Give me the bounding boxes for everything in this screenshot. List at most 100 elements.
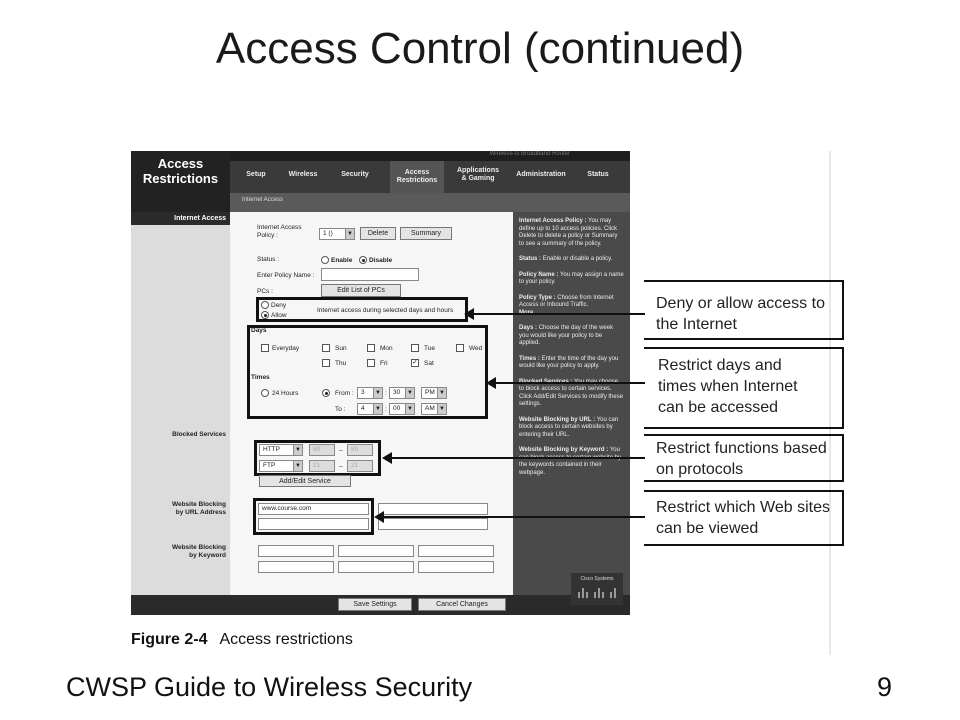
tab-wireless[interactable]: Wireless [288, 171, 318, 178]
help-text: You may assign a name to your policy. [519, 271, 624, 286]
tab-access-restrictions[interactable]: Access Restrictions [390, 161, 444, 193]
url-input-1[interactable]: www.course.com [258, 503, 369, 515]
summary-button[interactable]: Summary [400, 227, 452, 240]
day-wed-checkbox[interactable] [456, 344, 464, 352]
day-everyday-checkbox[interactable] [261, 344, 269, 352]
allow-radio[interactable] [261, 311, 269, 319]
page-number: 9 [877, 672, 893, 702]
keyword-input-4[interactable] [258, 561, 334, 573]
from-time-radio[interactable] [322, 389, 330, 397]
internet-access-label: Internet Access [131, 212, 230, 225]
service-1-name: HTTP [263, 446, 280, 453]
url-input-2[interactable] [258, 518, 369, 530]
url-input-4[interactable] [378, 518, 488, 530]
help-title: Website Blocking by URL : [519, 416, 596, 423]
to-hour-select[interactable]: 4▼ [357, 403, 383, 415]
product-name: Wireless-G Broadband Router [489, 151, 570, 157]
cancel-changes-button[interactable]: Cancel Changes [418, 598, 506, 611]
tab-applications-gaming[interactable]: Applications & Gaming [456, 167, 499, 182]
service-2-port-to[interactable]: 21 [347, 460, 373, 472]
to-ampm-value: AM [425, 405, 435, 412]
blocked-services-label: Blocked Services [172, 431, 226, 438]
to-hour-value: 4 [361, 405, 365, 412]
callout-box-protocols [644, 434, 844, 482]
product-bar: Wireless-G Broadband Router [230, 151, 630, 161]
policy-name-input[interactable] [321, 268, 419, 281]
tab-status[interactable]: Status [587, 171, 609, 178]
tab-administration[interactable]: Administration [516, 171, 566, 178]
arrowhead-icon [464, 308, 474, 320]
policy-label: Internet Access Policy : [257, 224, 302, 239]
hours24-radio[interactable] [261, 389, 269, 397]
keyword-input-5[interactable] [338, 561, 414, 573]
chevron-down-icon: ▼ [345, 229, 354, 239]
main-nav: Setup Wireless Security Access Restricti… [230, 161, 630, 193]
chevron-down-icon: ▼ [405, 388, 414, 398]
day-sun-label: Sun [335, 345, 347, 352]
help-title: Internet Access Policy : [519, 218, 587, 224]
help-item: Days : Choose the day of the week you wo… [519, 325, 624, 348]
url-input-3[interactable] [378, 503, 488, 515]
service-2-port-from[interactable]: 21 [309, 460, 335, 472]
day-everyday-label: Everyday [272, 345, 300, 352]
day-thu-checkbox[interactable] [322, 359, 330, 367]
help-more-link[interactable]: More... [519, 310, 624, 318]
port-dash: – [339, 463, 343, 470]
to-min-select[interactable]: 00▼ [389, 403, 415, 415]
callout-box-days-times [644, 347, 844, 429]
policy-value: 1 () [323, 230, 333, 237]
status-enable-radio[interactable] [321, 256, 329, 264]
help-title: Policy Name : [519, 271, 559, 278]
help-text: Enter the time of the day you would like… [519, 355, 619, 370]
keyword-input-3[interactable] [418, 545, 494, 557]
day-tue-checkbox[interactable] [411, 344, 419, 352]
from-min-value: 30 [393, 389, 401, 396]
edit-pcs-button[interactable]: Edit List of PCs [321, 284, 401, 297]
day-sat-label: Sat [424, 360, 434, 367]
policy-select[interactable]: 1 () ▼ [319, 228, 355, 240]
url-highlight [253, 498, 374, 535]
service-1-port-from[interactable]: 80 [309, 444, 335, 456]
keyword-input-6[interactable] [418, 561, 494, 573]
day-sun-checkbox[interactable] [322, 344, 330, 352]
slide-title: Access Control (continued) [215, 24, 745, 73]
help-item: Blocked Services : You may choose to blo… [519, 379, 624, 409]
service-2-select[interactable]: FTP▼ [259, 460, 303, 472]
add-edit-service-button[interactable]: Add/Edit Service [259, 475, 351, 487]
help-item: Policy Type : Choose from Internet Acces… [519, 295, 624, 310]
cisco-bridge-icon [578, 588, 616, 598]
save-settings-button[interactable]: Save Settings [338, 598, 412, 611]
from-hour-select[interactable]: 3▼ [357, 387, 383, 399]
to-label: To : [335, 406, 346, 413]
service-1-port-to[interactable]: 80 [347, 444, 373, 456]
chevron-down-icon: ▼ [437, 404, 446, 414]
days-times-highlight [247, 325, 488, 419]
times-label: Times [251, 374, 270, 381]
deny-radio[interactable] [261, 301, 269, 309]
day-fri-checkbox[interactable] [367, 359, 375, 367]
help-title: Times : [519, 355, 540, 362]
callout-protocols: Restrict functions based on protocols [656, 440, 827, 478]
help-item: Website Blocking by Keyword : You can bl… [519, 447, 624, 477]
to-ampm-select[interactable]: AM▼ [421, 403, 447, 415]
tab-security[interactable]: Security [341, 171, 369, 178]
day-sat-checkbox[interactable]: ✓ [411, 359, 419, 367]
status-label: Status : [257, 256, 280, 263]
service-1-select[interactable]: HTTP ▼ [259, 444, 303, 456]
delete-button[interactable]: Delete [360, 227, 396, 240]
chevron-down-icon: ▼ [373, 388, 382, 398]
tab-setup[interactable]: Setup [246, 171, 266, 178]
chevron-down-icon: ▼ [293, 445, 302, 455]
from-ampm-value: PM [425, 389, 435, 396]
from-min-select[interactable]: 30 ▼ [389, 387, 415, 399]
website-url-label: Website Blocking by URL Address [171, 501, 226, 516]
help-item: Policy Name : You may assign a name to y… [519, 272, 624, 287]
keyword-input-1[interactable] [258, 545, 334, 557]
from-ampm-select[interactable]: PM▼ [421, 387, 447, 399]
help-text: Choose from Internet Access or Inbound T… [519, 294, 614, 309]
deny-label: Deny [271, 302, 287, 309]
day-mon-checkbox[interactable] [367, 344, 375, 352]
subnav-internet-access[interactable]: Internet Access [242, 197, 284, 203]
keyword-input-2[interactable] [338, 545, 414, 557]
status-disable-radio[interactable] [359, 256, 367, 264]
